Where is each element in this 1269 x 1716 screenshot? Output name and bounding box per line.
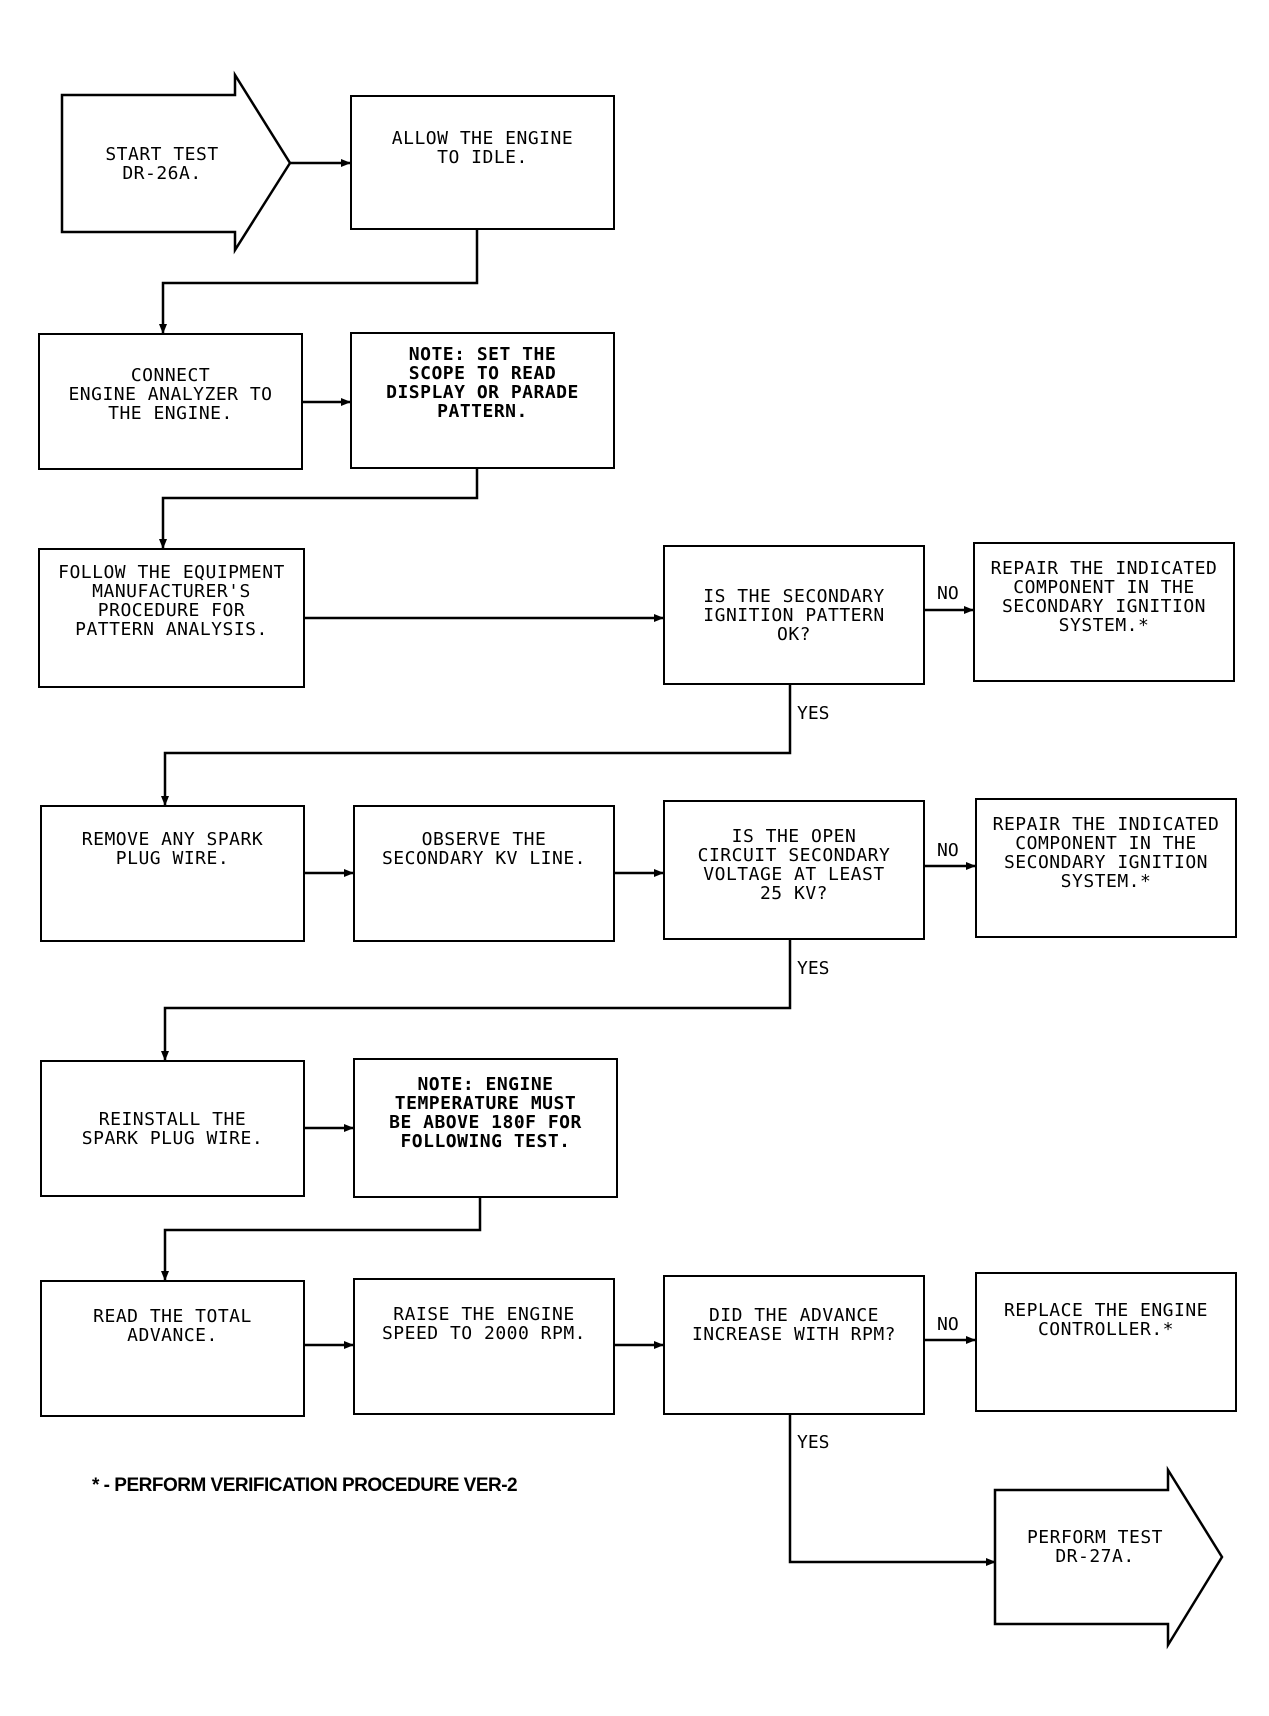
note-temperature-text: NOTE: ENGINE TEMPERATURE MUST BE ABOVE 1… — [389, 1074, 582, 1152]
label-no-1: NO — [937, 583, 959, 604]
remove-spark-plug-box: REMOVE ANY SPARK PLUG WIRE. — [40, 805, 305, 942]
observe-kv-box: OBSERVE THE SECONDARY KV LINE. — [353, 805, 615, 942]
perform-node: PERFORM TEST DR-27A. — [995, 1490, 1195, 1624]
note-scope-box: NOTE: SET THE SCOPE TO READ DISPLAY OR P… — [350, 332, 615, 469]
read-advance-box: READ THE TOTAL ADVANCE. — [40, 1280, 305, 1417]
repair-indicated-text-2: REPAIR THE INDICATED COMPONENT IN THE SE… — [992, 814, 1220, 892]
connect-analyzer-box: CONNECT ENGINE ANALYZER TO THE ENGINE. — [38, 333, 303, 470]
edge-note-follow — [159, 469, 479, 549]
start-node-text: START TEST DR-26A. — [105, 143, 219, 184]
repair-indicated-box-1: REPAIR THE INDICATED COMPONENT IN THE SE… — [973, 542, 1235, 682]
edge-qadvance-perform — [788, 1415, 996, 1566]
connect-analyzer-text: CONNECT ENGINE ANALYZER TO THE ENGINE. — [68, 364, 273, 424]
replace-controller-box: REPLACE THE ENGINE CONTROLLER.* — [975, 1272, 1237, 1412]
allow-idle-box: ALLOW THE ENGINE TO IDLE. — [350, 95, 615, 230]
q-advance-box: DID THE ADVANCE INCREASE WITH RPM? — [663, 1275, 925, 1415]
edge-idle-connect — [159, 230, 479, 334]
label-yes-1: YES — [797, 703, 830, 724]
start-node: START TEST DR-26A. — [62, 95, 262, 232]
edge-qvoltage-reinstall — [161, 940, 792, 1061]
q-open-circuit-box: IS THE OPEN CIRCUIT SECONDARY VOLTAGE AT… — [663, 800, 925, 940]
footnote: * - PERFORM VERIFICATION PROCEDURE VER-2 — [92, 1475, 518, 1496]
label-yes-2: YES — [797, 958, 830, 979]
reinstall-wire-box: REINSTALL THE SPARK PLUG WIRE. — [40, 1060, 305, 1197]
q-secondary-pattern-text: IS THE SECONDARY IGNITION PATTERN OK? — [703, 585, 885, 645]
reinstall-wire-text: REINSTALL THE SPARK PLUG WIRE. — [81, 1108, 264, 1149]
remove-spark-plug-text: REMOVE ANY SPARK PLUG WIRE. — [81, 828, 264, 869]
perform-node-text: PERFORM TEST DR-27A. — [1026, 1527, 1164, 1567]
edge-notetemp-read — [161, 1198, 482, 1281]
label-no-2: NO — [937, 840, 959, 861]
follow-procedure-text: FOLLOW THE EQUIPMENT MANUFACTURER'S PROC… — [58, 561, 285, 640]
repair-indicated-text-1: REPAIR THE INDICATED COMPONENT IN THE SE… — [990, 558, 1218, 636]
observe-kv-text: OBSERVE THE SECONDARY KV LINE. — [381, 828, 587, 869]
allow-idle-text: ALLOW THE ENGINE TO IDLE. — [391, 127, 574, 168]
raise-speed-text: RAISE THE ENGINE SPEED TO 2000 RPM. — [381, 1304, 587, 1344]
follow-procedure-box: FOLLOW THE EQUIPMENT MANUFACTURER'S PROC… — [38, 548, 305, 688]
edge-qpattern-remove — [161, 685, 792, 806]
label-no-3: NO — [937, 1314, 959, 1335]
replace-controller-text: REPLACE THE ENGINE CONTROLLER.* — [1003, 1299, 1209, 1340]
start-arrow-shape — [60, 70, 292, 255]
repair-indicated-box-2: REPAIR THE INDICATED COMPONENT IN THE SE… — [975, 798, 1237, 938]
q-secondary-pattern-box: IS THE SECONDARY IGNITION PATTERN OK? — [663, 545, 925, 685]
note-scope-text: NOTE: SET THE SCOPE TO READ DISPLAY OR P… — [386, 344, 579, 422]
note-temperature-box: NOTE: ENGINE TEMPERATURE MUST BE ABOVE 1… — [353, 1058, 618, 1198]
read-advance-text: READ THE TOTAL ADVANCE. — [93, 1306, 252, 1346]
raise-speed-box: RAISE THE ENGINE SPEED TO 2000 RPM. — [353, 1278, 615, 1415]
q-advance-text: DID THE ADVANCE INCREASE WITH RPM? — [691, 1305, 897, 1345]
label-yes-3: YES — [797, 1432, 830, 1453]
perform-arrow-shape — [993, 1465, 1224, 1650]
q-open-circuit-text: IS THE OPEN CIRCUIT SECONDARY VOLTAGE AT… — [697, 826, 891, 904]
